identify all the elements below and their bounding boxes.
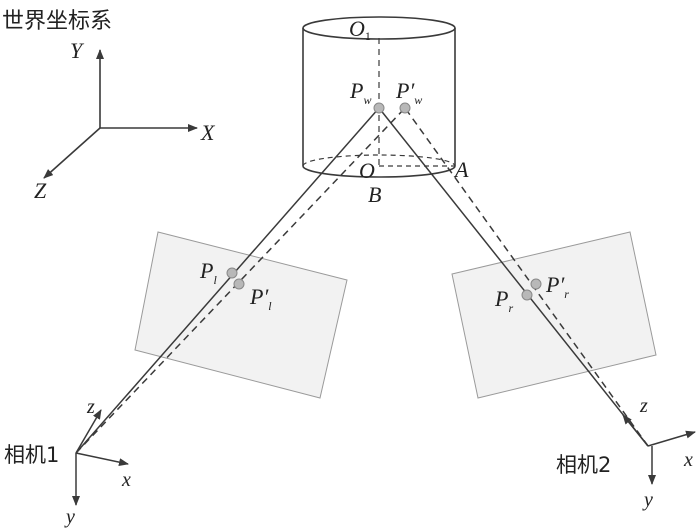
cylinder-bottom-back bbox=[302, 154, 456, 167]
ray-cam1-pw-prime bbox=[75, 107, 406, 454]
label-a: A bbox=[453, 157, 469, 182]
camera2-label: 相机2 bbox=[556, 453, 611, 477]
point-pw bbox=[373, 102, 385, 114]
label-o1: O1 bbox=[349, 16, 371, 43]
camera2-z-label: z bbox=[639, 395, 648, 417]
camera2-coordinate-system: 相机2 x y z bbox=[556, 395, 696, 511]
image-point-labels: Pl P′l Pr P′r bbox=[199, 258, 569, 315]
world-y-label: Y bbox=[70, 38, 85, 63]
world-z-axis bbox=[43, 127, 101, 179]
label-pl: Pl bbox=[199, 258, 217, 287]
camera1-coordinate-system: 相机1 x y z bbox=[4, 396, 131, 528]
label-pw-prime: P′w bbox=[395, 78, 422, 107]
label-pw: Pw bbox=[349, 78, 371, 107]
world-title: 世界坐标系 bbox=[2, 9, 112, 34]
point-pl-prime bbox=[233, 278, 245, 290]
points bbox=[226, 102, 542, 301]
label-o: O bbox=[359, 158, 375, 183]
ray-cam2-pw bbox=[378, 107, 649, 447]
label-b: B bbox=[368, 182, 381, 207]
ray-cam2-pw-prime bbox=[404, 107, 649, 447]
camera1-y-label: y bbox=[64, 506, 75, 528]
camera1-x-label: x bbox=[121, 469, 131, 491]
image-planes bbox=[134, 231, 657, 399]
point-pr-prime bbox=[530, 278, 542, 290]
camera2-z-axis bbox=[622, 414, 649, 447]
world-coordinate-system: 世界坐标系 Y X Z bbox=[2, 9, 216, 203]
cylinder-top bbox=[302, 16, 456, 40]
cylinder-labels: O1 O A B Pw P′w bbox=[349, 16, 469, 207]
camera1-z-label: z bbox=[86, 396, 95, 418]
camera2-x-axis bbox=[647, 430, 696, 447]
label-pl-prime: P′l bbox=[249, 284, 272, 313]
left-image-plane bbox=[134, 231, 348, 399]
camera2-y-label: y bbox=[642, 489, 653, 511]
world-z-label: Z bbox=[34, 178, 47, 203]
point-pr bbox=[521, 289, 533, 301]
projection-rays bbox=[75, 107, 649, 454]
label-pr: Pr bbox=[494, 286, 513, 315]
point-pw-prime bbox=[399, 102, 411, 114]
cylinder bbox=[302, 16, 456, 178]
cylinder-bottom-front bbox=[302, 165, 456, 178]
camera1-label: 相机1 bbox=[4, 443, 59, 467]
world-x-label: X bbox=[200, 120, 216, 145]
camera1-x-axis bbox=[75, 452, 129, 467]
ray-cam1-pw bbox=[75, 107, 380, 454]
camera1-z-axis bbox=[75, 409, 102, 454]
camera2-x-label: x bbox=[683, 449, 693, 471]
label-pr-prime: P′r bbox=[545, 272, 569, 301]
point-pl bbox=[226, 267, 238, 279]
